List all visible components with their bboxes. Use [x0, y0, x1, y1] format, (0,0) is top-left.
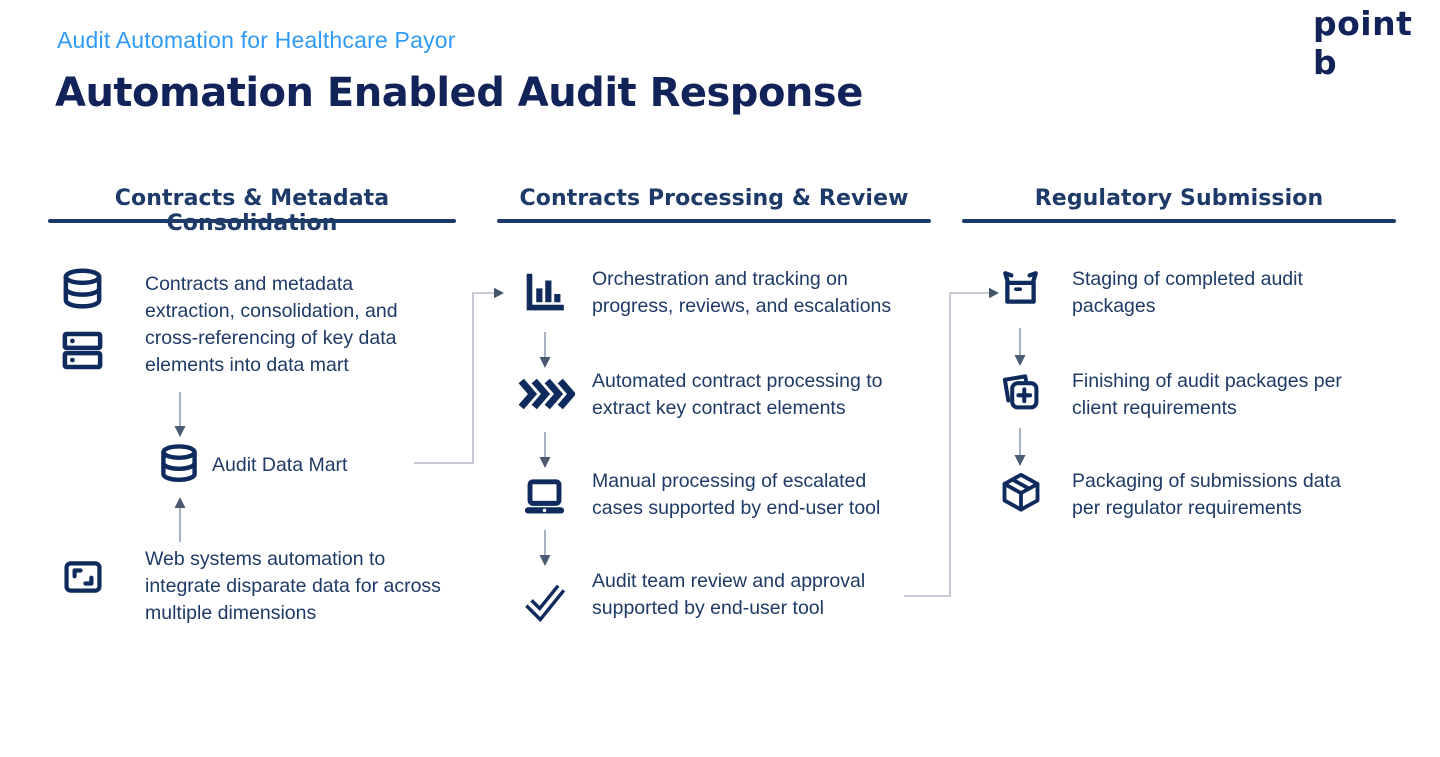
column-header-processing-review: Contracts Processing & Review	[519, 186, 909, 211]
connector-col2-col3	[904, 292, 989, 597]
item-text-line: supported by end-user tool	[592, 597, 824, 619]
item-text-line: cross-referencing of key data	[145, 327, 397, 349]
item-text: Finishing of audit packages per client r…	[1072, 368, 1342, 422]
database-icon	[59, 266, 106, 313]
item-text: Orchestration and tracking on progress, …	[592, 266, 891, 320]
down-arrowhead-icon	[1014, 355, 1026, 366]
item-text-line: progress, reviews, and escalations	[592, 295, 892, 317]
down-arrowhead-icon	[174, 426, 186, 437]
item-text-line: Audit Data Mart	[212, 454, 348, 476]
right-arrowhead-icon	[494, 287, 504, 299]
down-arrowhead-icon	[539, 555, 551, 566]
item-text: Web systems automation to integrate disp…	[145, 546, 441, 627]
item-text-line: Orchestration and tracking on	[592, 268, 848, 290]
item-text-line: client requirements	[1072, 397, 1237, 419]
item-text-line: elements into data mart	[145, 354, 349, 376]
package-icon	[999, 470, 1043, 514]
item-text-line: Contracts and metadata	[145, 273, 354, 295]
item-text-line: Staging of completed audit	[1072, 268, 1303, 290]
bar-chart-icon	[522, 270, 567, 315]
item-text-line: integrate disparate data for across	[145, 575, 441, 597]
item-text-line: Packaging of submissions data	[1072, 470, 1341, 492]
item-text-line: per regulator requirements	[1072, 497, 1302, 519]
web-frame-icon	[62, 556, 104, 598]
column-underline	[497, 219, 931, 223]
item-text: Automated contract processing to extract…	[592, 368, 883, 422]
add-pages-icon	[999, 370, 1043, 414]
item-text-line: Manual processing of escalated	[592, 470, 867, 492]
double-check-icon	[521, 576, 569, 624]
item-text: Manual processing of escalated cases sup…	[592, 468, 880, 522]
item-text-line: Finishing of audit packages per	[1072, 370, 1342, 392]
up-arrowhead-icon	[174, 497, 186, 508]
slide-subtitle: Audit Automation for Healthcare Payor	[57, 27, 456, 53]
item-text-line: Audit team review and approval	[592, 570, 866, 592]
item-text-line: multiple dimensions	[145, 602, 317, 624]
item-text: Packaging of submissions data per regula…	[1072, 468, 1341, 522]
audit-data-mart-label: Audit Data Mart	[212, 452, 347, 479]
page-title: Automation Enabled Audit Response	[55, 70, 863, 116]
down-arrowhead-icon	[1014, 455, 1026, 466]
item-text-line: extraction, consolidation, and	[145, 300, 398, 322]
item-text-line: cases supported by end-user tool	[592, 497, 881, 519]
item-text-line: Automated contract processing to	[592, 370, 883, 392]
down-arrowhead-icon	[539, 357, 551, 368]
item-text-line: Web systems automation to	[145, 548, 386, 570]
database-icon	[157, 442, 201, 486]
item-text: Contracts and metadata extraction, conso…	[145, 271, 398, 379]
connector-col1-col2	[414, 292, 494, 464]
chevrons-icon	[516, 373, 575, 415]
column-underline	[962, 219, 1396, 223]
item-text: Staging of completed audit packages	[1072, 266, 1303, 320]
column-header-regulatory-submission: Regulatory Submission	[1034, 186, 1324, 211]
open-box-icon	[998, 266, 1043, 311]
item-text: Audit team review and approval supported…	[592, 568, 865, 622]
pointb-logo: point b	[1313, 4, 1413, 82]
laptop-icon	[521, 474, 568, 521]
column-underline	[48, 219, 456, 223]
column-header-contracts-metadata: Contracts & Metadata Consolidation	[114, 186, 390, 236]
down-arrowhead-icon	[539, 457, 551, 468]
item-text-line: packages	[1072, 295, 1156, 317]
item-text-line: extract key contract elements	[592, 397, 846, 419]
server-icon	[60, 328, 105, 373]
